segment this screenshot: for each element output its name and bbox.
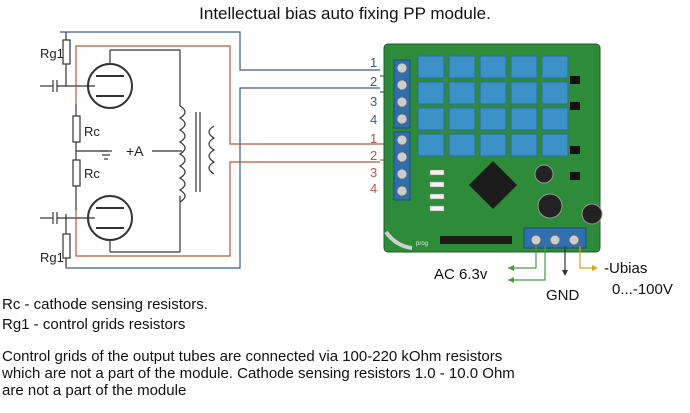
relay: [417, 81, 445, 105]
ubias-arrow-head: [592, 265, 598, 271]
terminal-block-top: [393, 59, 411, 129]
ubias-label: -Ubias: [604, 260, 647, 277]
ribbon-cable: [384, 230, 413, 250]
prog-header: [440, 236, 512, 244]
terminal-blue-3: 3: [370, 94, 377, 109]
rc-top-label: Rc: [84, 124, 100, 139]
gnd-arrow-head: [562, 270, 568, 276]
terminal-screw: [396, 168, 408, 180]
rg1-bottom-label: Rg1: [40, 250, 64, 265]
relay: [448, 133, 476, 157]
wires: [60, 31, 396, 269]
ac-arrow-head-2: [508, 277, 514, 283]
relay: [417, 107, 445, 131]
terminal-red-4: 4: [370, 181, 377, 196]
transformer-secondary: [208, 125, 216, 175]
transistor-3: [570, 146, 580, 154]
relay: [448, 81, 476, 105]
terminal-screw: [396, 151, 408, 163]
transistor-2: [570, 102, 580, 110]
blue-wire-1: [60, 31, 380, 71]
capacitor-2: [537, 193, 563, 219]
relay: [417, 133, 445, 157]
transformer-primary: [178, 105, 186, 203]
terminal-screw: [396, 79, 408, 91]
rc-top-resistor: [72, 115, 81, 143]
ubias-range-label: 0...-100V: [612, 281, 673, 298]
relay: [479, 81, 507, 105]
relay: [510, 55, 538, 79]
terminal-red-1: 1: [370, 131, 377, 146]
transistor-4: [570, 172, 580, 180]
terminal-red-2: 2: [370, 148, 377, 163]
prog-label: prog: [416, 241, 428, 247]
terminal-red-3: 3: [370, 165, 377, 180]
terminal-screw: [396, 113, 408, 125]
relay: [510, 133, 538, 157]
relay: [479, 107, 507, 131]
relay: [510, 107, 538, 131]
note-rc: Rc - cathode sensing resistors.: [2, 296, 208, 313]
power-wires: [508, 246, 596, 281]
rg1-bottom-resistor: [62, 233, 71, 259]
relay: [510, 81, 538, 105]
note-main: Control grids of the output tubes are co…: [2, 348, 515, 399]
relay: [448, 107, 476, 131]
terminal-block-bottom: [393, 131, 411, 201]
capacitor-1: [534, 164, 554, 184]
relay: [541, 107, 569, 131]
page-title: Intellectual bias auto fixing PP module.: [199, 4, 491, 23]
red-wire-2: [75, 161, 380, 257]
terminal-screw: [396, 96, 408, 108]
pcb-module: prog: [383, 43, 603, 253]
terminal-blue-1: 1: [370, 55, 377, 70]
terminal-screw: [396, 62, 408, 74]
terminal-screw: [396, 185, 408, 197]
rg1-top-resistor: [62, 39, 71, 65]
ac-arrow-head-1: [508, 265, 514, 271]
ac-label: AC 6.3v: [434, 266, 488, 283]
transistor-1: [570, 76, 580, 84]
relay: [541, 81, 569, 105]
schematic: [40, 32, 216, 268]
gnd-label: GND: [546, 287, 580, 304]
plus-a-label: +A: [126, 143, 144, 159]
blue-wire-2: [66, 87, 380, 269]
capacitor-3: [581, 203, 603, 225]
terminal-screw: [396, 134, 408, 146]
relay: [417, 55, 445, 79]
rc-bottom-label: Rc: [84, 166, 100, 181]
terminal-blue-4: 4: [370, 112, 377, 127]
relay: [479, 133, 507, 157]
rc-bottom-resistor: [72, 159, 81, 187]
note-rg1: Rg1 - control grids resistors: [2, 316, 186, 333]
terminal-blue-2: 2: [370, 74, 377, 89]
relay: [448, 55, 476, 79]
relay-array: [417, 55, 569, 157]
red-wire-1: [75, 45, 380, 145]
microcontroller-chip: [468, 160, 518, 210]
relay: [541, 133, 569, 157]
relay: [541, 55, 569, 79]
rg1-top-label: Rg1: [40, 46, 64, 61]
relay: [479, 55, 507, 79]
